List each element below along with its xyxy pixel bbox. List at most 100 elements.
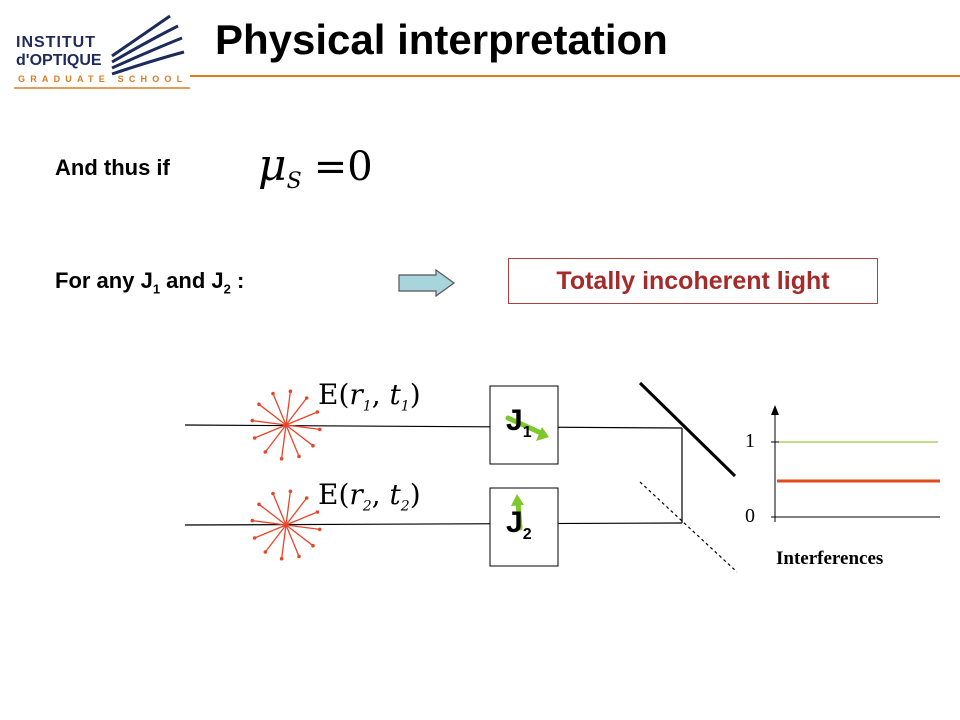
star-ray <box>252 519 287 526</box>
j2-letter: J <box>506 506 523 539</box>
star-ray-tip <box>315 510 320 514</box>
j2-sub: 2 <box>522 526 532 543</box>
star-ray-tip <box>279 556 284 561</box>
interferences-label: Interferences <box>776 548 884 569</box>
field-2-r: r <box>349 478 363 511</box>
field-1-e: E <box>318 378 339 411</box>
j1-letter: J <box>506 404 523 437</box>
and-thus-if-text: And thus if <box>55 155 170 180</box>
and-j: and J <box>160 268 224 293</box>
logo-line-optique: d'OPTIQUE <box>16 52 102 69</box>
field-2-t: t <box>389 478 401 511</box>
star-ray <box>285 524 320 531</box>
star-ray-tip <box>279 456 284 461</box>
field-2-label: E(r2, t2) <box>318 478 421 515</box>
j2-subscript: 2 <box>223 281 231 297</box>
tick-one-label: 1 <box>745 430 755 452</box>
star-ray-tip <box>317 427 322 432</box>
star-ray-tip <box>263 550 268 554</box>
institute-logo: INSTITUT d'OPTIQUE GRADUATE SCHOOL <box>12 12 192 92</box>
star-ray-tip <box>250 518 255 523</box>
star-ray <box>285 411 318 426</box>
star-ray-tip <box>304 496 309 500</box>
j2-filter-box <box>489 487 559 567</box>
star-ray-tip <box>304 396 309 400</box>
beam-1 <box>184 424 683 429</box>
star-ray-tip <box>263 450 268 454</box>
title-underline <box>190 75 960 77</box>
j1-subscript: 1 <box>152 281 161 297</box>
equals-zero: =0 <box>313 144 373 190</box>
star-ray <box>285 491 292 526</box>
star-ray <box>272 393 287 426</box>
star-ray-tip <box>271 491 275 496</box>
star-ray <box>285 424 320 431</box>
star-ray <box>285 397 308 426</box>
field-2-e: E <box>318 478 339 511</box>
star-ray <box>285 524 314 547</box>
star-ray <box>285 511 318 526</box>
beam-splitter <box>638 381 737 478</box>
field-2-t-sub: 2 <box>400 498 410 515</box>
beam-splitter-image <box>639 481 738 573</box>
y-axis-arrowhead-icon <box>771 405 779 415</box>
star-ray <box>285 391 292 426</box>
star-ray <box>264 424 287 453</box>
star-ray <box>264 524 287 553</box>
source-2-star-icon <box>250 489 322 561</box>
logo-line-graduate-school: GRADUATE SCHOOL <box>18 74 188 84</box>
field-1-r-sub: 1 <box>362 398 372 415</box>
field-1-t-sub: 1 <box>400 398 410 415</box>
for-any-j: For any J <box>55 268 153 293</box>
mu-subscript: S <box>286 169 302 194</box>
star-ray <box>258 503 287 526</box>
mu-s-equation: μS =0 <box>258 140 373 194</box>
star-ray <box>272 493 287 526</box>
star-ray-tip <box>311 543 315 548</box>
star-ray <box>285 424 314 447</box>
field-2-r-sub: 2 <box>362 498 372 515</box>
j1-arrowhead-icon <box>536 427 549 441</box>
star-ray <box>285 524 300 557</box>
tick-zero-label: 0 <box>745 505 755 527</box>
star-ray-tip <box>271 391 275 396</box>
star-ray <box>254 524 287 539</box>
conclusion-box: Totally incoherent light <box>508 258 878 304</box>
j1-sub: 1 <box>522 424 532 441</box>
star-ray-tip <box>288 389 293 394</box>
star-ray-tip <box>311 443 315 448</box>
star-ray <box>280 424 287 459</box>
source-1-star-icon <box>250 389 322 461</box>
star-ray <box>252 419 287 426</box>
j2-label: J2 <box>506 506 532 544</box>
logo-line-institut: INSTITUT <box>16 34 96 51</box>
star-ray-tip <box>315 410 320 414</box>
star-ray-tip <box>297 554 301 559</box>
star-ray <box>285 497 308 526</box>
mu-symbol: μ <box>258 140 287 191</box>
star-ray-tip <box>257 502 261 507</box>
implies-arrow-icon <box>398 269 456 297</box>
star-ray <box>254 424 287 439</box>
star-ray-tip <box>252 436 257 440</box>
beam-2 <box>184 522 683 526</box>
field-1-t: t <box>389 378 401 411</box>
for-any-text: For any J1 and J2 : <box>55 268 244 296</box>
star-ray <box>280 524 287 559</box>
j2-polarization-arrow <box>515 499 523 531</box>
j1-label: J1 <box>506 404 532 442</box>
logo-swoosh-icon <box>14 14 190 89</box>
star-ray <box>258 403 287 426</box>
star-ray-tip <box>250 418 255 423</box>
star-ray-tip <box>288 489 293 494</box>
j2-arrowhead-icon <box>511 494 524 506</box>
star-ray-tip <box>297 454 301 459</box>
star-ray-tip <box>257 402 261 407</box>
star-ray <box>285 424 300 457</box>
field-1-label: E(r1, t1) <box>318 378 421 415</box>
colon: : <box>230 268 245 293</box>
j1-polarization-arrow <box>505 415 544 436</box>
field-1-r: r <box>349 378 363 411</box>
page-title: Physical interpretation <box>215 16 668 63</box>
